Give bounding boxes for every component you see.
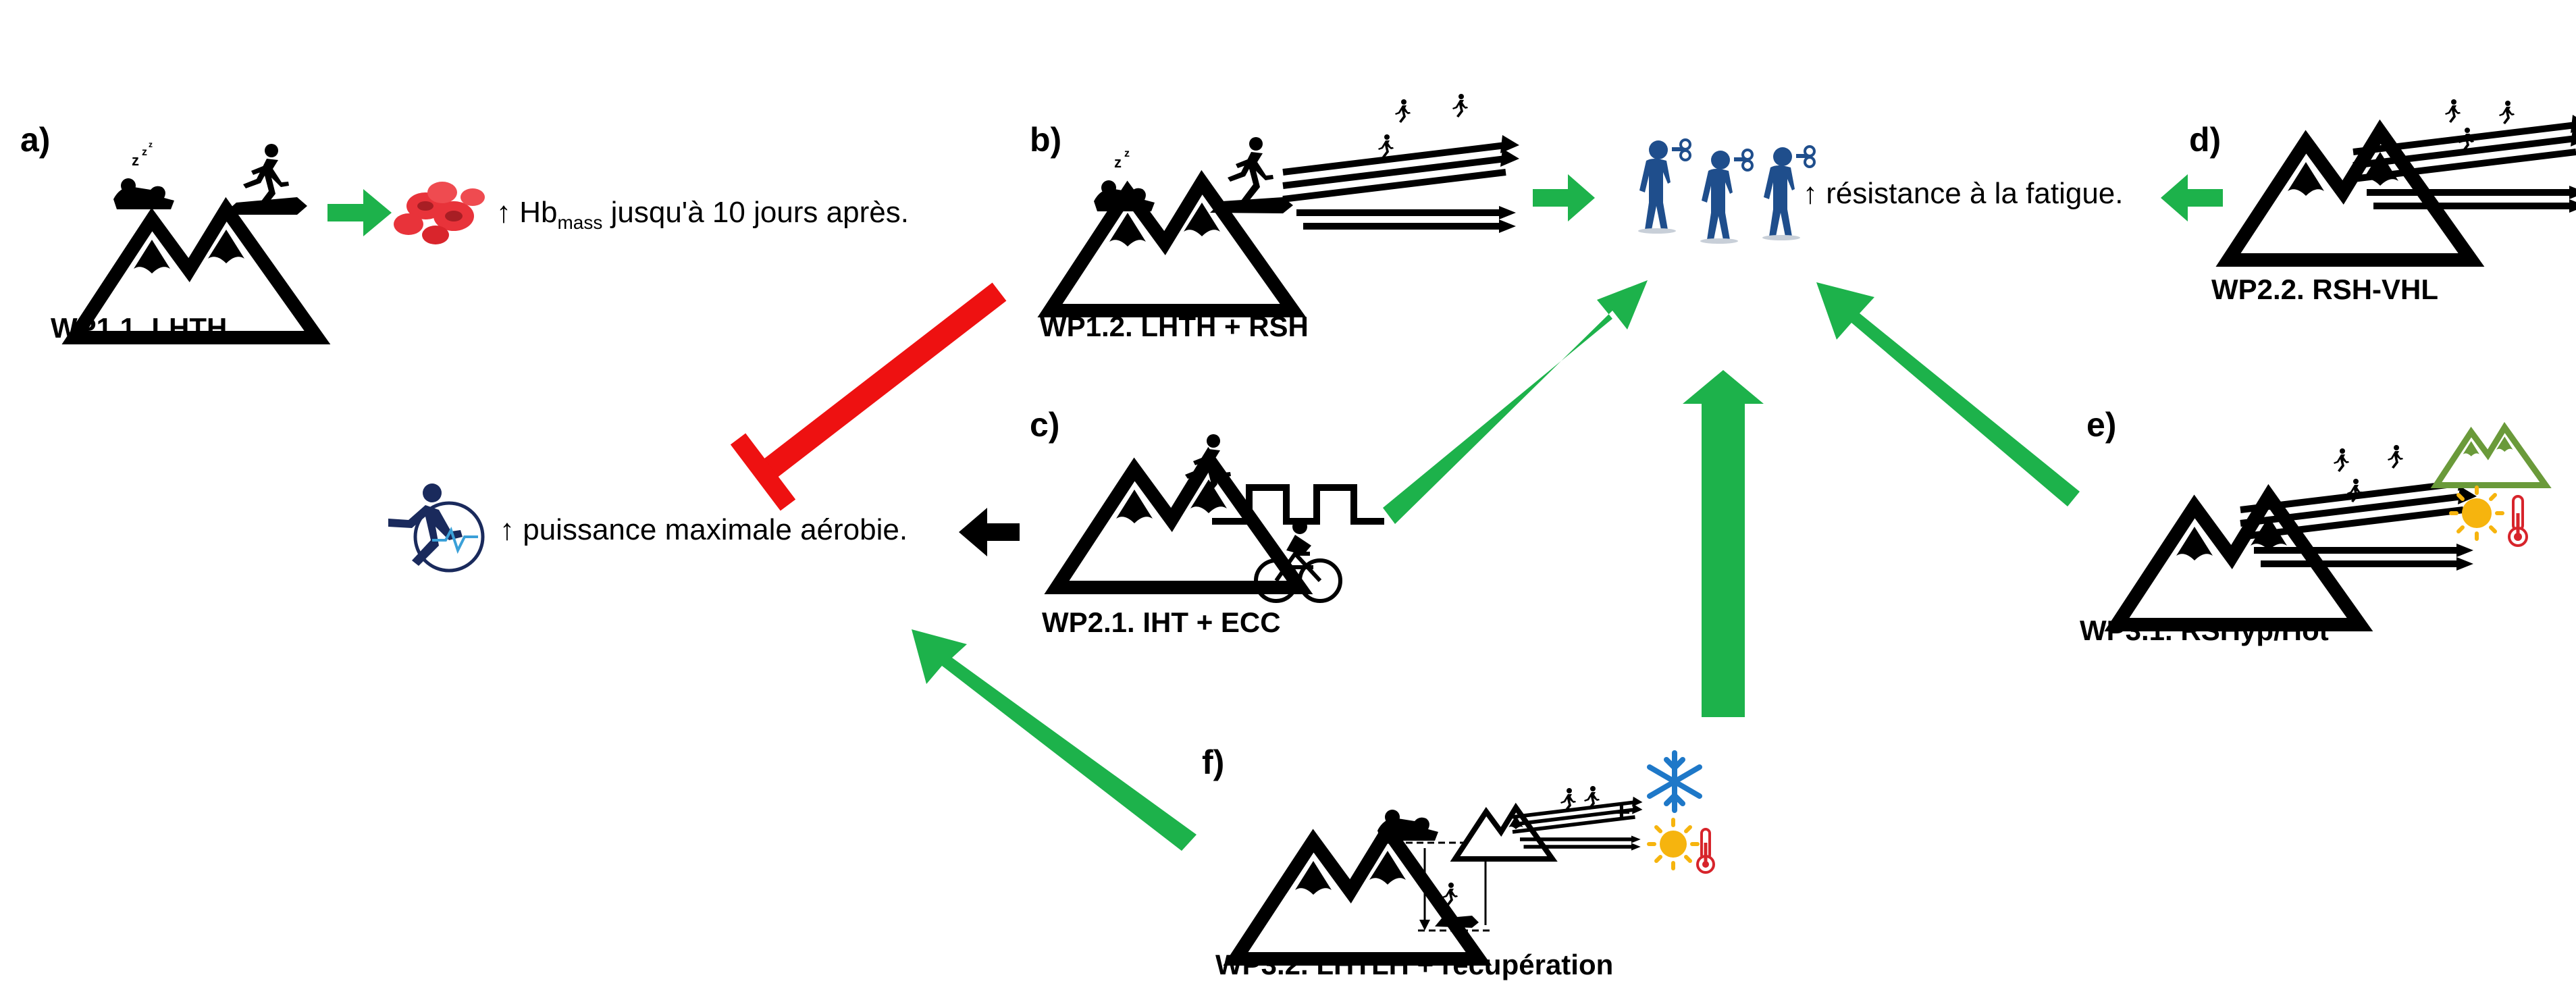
arrow-a-to-hb (327, 189, 392, 236)
panel-a-label: WP1.1. LHTH (51, 312, 228, 344)
panel-f-graphic (1236, 750, 1715, 959)
runner-icon (1228, 137, 1273, 204)
svg-text:z: z (142, 147, 147, 158)
panel-c-graphic (1057, 434, 1384, 603)
runner-icon (2499, 101, 2515, 124)
panel-f-label: WP3.2. LHTLH + récupération (1215, 949, 1614, 980)
wind-up-fatigued-figures-icon (1637, 138, 1816, 245)
runner-icon (2445, 99, 2461, 123)
panel-b-graphic: z z (1050, 94, 1519, 311)
sleeping-person-icon (113, 178, 174, 209)
panel-f-letter: f) (1202, 743, 1225, 781)
sun-icon (2449, 486, 2504, 541)
runner-icon (2334, 448, 2349, 472)
panel-e-label: WP3.1. RSHyp/Hot (2080, 614, 2329, 646)
vo2-outcome: ↑ puissance maximale aérobie. (500, 513, 908, 546)
aerobic-power-runner-icon (388, 483, 485, 573)
arrow-c-to-fatigue (1383, 280, 1648, 524)
mountain-icon (2430, 421, 2552, 489)
runner-icon (1452, 94, 1468, 117)
sleeping-person-icon (1094, 180, 1155, 211)
thermometer-icon (2508, 495, 2528, 547)
sleeping-person-icon (1377, 810, 1438, 841)
arrow-b-to-vo2-inhibition (730, 282, 1007, 511)
panel-e-letter: e) (2086, 406, 2117, 444)
mountain-icon (1236, 831, 1479, 959)
panel-e-graphic (2117, 421, 2552, 625)
panel-a-graphic: z z z (74, 140, 317, 338)
thermometer-icon (1696, 828, 1715, 874)
svg-text:z: z (149, 140, 153, 149)
sleep-zzz-icon: z (132, 152, 139, 169)
panel-c-label: WP2.1. IHT + ECC (1042, 606, 1281, 638)
runner-icon (2388, 445, 2403, 469)
snowflake-icon (1647, 750, 1702, 813)
arrow-c-to-vo2 (959, 508, 1020, 556)
svg-text:z: z (1114, 154, 1122, 171)
arrow-b-to-fatigue (1533, 174, 1595, 221)
repeated-sprint-arrows-icon (1283, 135, 1519, 233)
arrow-e-to-fatigue (1816, 282, 2080, 506)
panel-a-letter: a) (20, 121, 51, 159)
mountain-icon (1057, 459, 1300, 587)
red-blood-cells-icon (394, 182, 485, 244)
runner-icon (1378, 134, 1394, 158)
svg-text:z: z (1124, 148, 1130, 159)
sun-icon (1647, 818, 1700, 870)
cyclist-icon (1254, 519, 1342, 603)
arrow-f-to-fatigue (1683, 370, 1764, 717)
runner-icon (1395, 99, 1411, 123)
panel-d-graphic (2228, 99, 2576, 260)
plus-sign: + (1612, 794, 1631, 829)
panel-c-letter: c) (1030, 406, 1060, 444)
hb-mass-outcome: ↑ Hbmass jusqu'à 10 jours après. (496, 196, 909, 233)
panel-b-letter: b) (1030, 121, 1062, 159)
panel-d-letter: d) (2189, 121, 2222, 159)
arrow-d-to-fatigue (2161, 174, 2223, 221)
arrow-f-to-vo2 (912, 629, 1197, 851)
panel-d-label: WP2.2. RSH-VHL (2211, 273, 2439, 305)
panel-b-label: WP1.2. LHTH + RSH (1040, 311, 1309, 342)
fatigue-outcome: ↑ résistance à la fatigue. (1803, 177, 2124, 210)
